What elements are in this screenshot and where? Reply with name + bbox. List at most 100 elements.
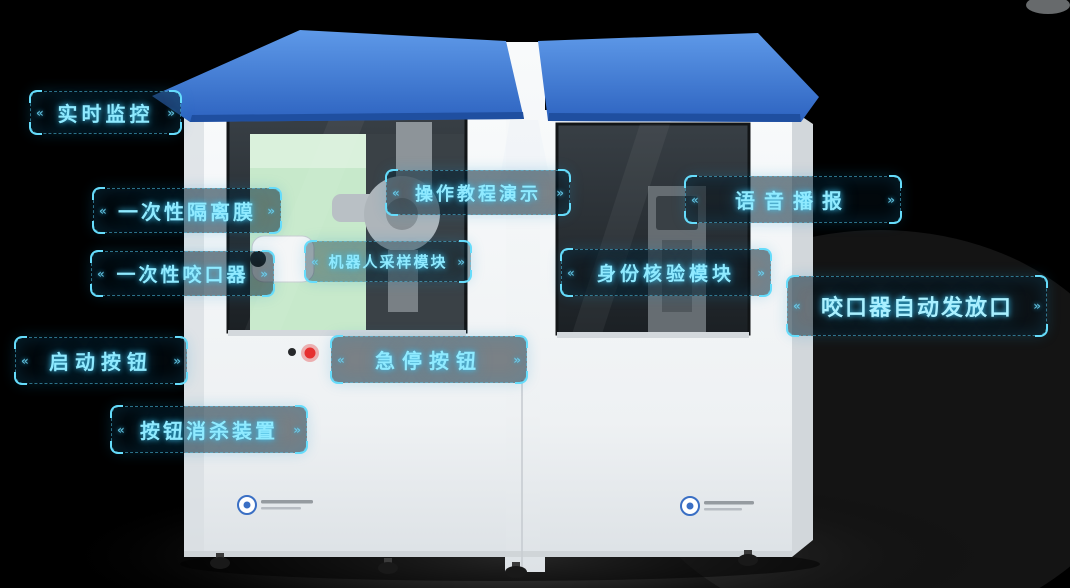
small-black-button [288, 348, 296, 356]
corner-bracket [786, 275, 799, 288]
callout-disposable-isolation-film: « 一次性隔离膜 » [92, 187, 282, 234]
corner-bracket [889, 175, 902, 188]
casters [210, 550, 758, 578]
callout-label: 一次性咬口器 [116, 264, 249, 286]
corner-bracket [786, 324, 799, 337]
corner-bracket [558, 203, 571, 216]
chevron-left-icon: « [311, 254, 319, 269]
chevron-left-icon: « [567, 265, 575, 280]
callout-label: 操作教程演示 [415, 183, 541, 205]
chevron-right-icon: » [513, 352, 521, 367]
chevron-left-icon: « [36, 105, 44, 120]
chevron-left-icon: « [117, 422, 125, 437]
corner-bracket [269, 221, 282, 234]
corner-bracket [684, 175, 697, 188]
chevron-right-icon: » [293, 422, 301, 437]
corner-bracket [169, 90, 182, 103]
corner-bracket [330, 371, 343, 384]
corner-bracket [90, 284, 103, 297]
window-ledge [228, 330, 466, 336]
corner-bracket [92, 221, 105, 234]
callout-operation-tutorial-demo: « 操作教程演示 » [385, 169, 571, 216]
chevron-right-icon: » [167, 105, 175, 120]
corner-bracket [110, 441, 123, 454]
chevron-right-icon: » [887, 192, 895, 207]
chevron-right-icon: » [1033, 299, 1041, 313]
callout-robot-sampling-module: « 机器人采样模块 » [304, 240, 472, 283]
chevron-right-icon: » [457, 254, 465, 269]
base-edge [184, 551, 792, 557]
corner-bracket [1035, 324, 1048, 337]
callout-label: 实时监控 [57, 102, 154, 126]
corner-bracket [175, 336, 188, 349]
callout-label: 一次性隔离膜 [118, 200, 256, 224]
corner-bracket [1035, 275, 1048, 288]
callout-voice-broadcast: « 语音播报 » [684, 175, 902, 224]
callout-disposable-bite-piece: « 一次性咬口器 » [90, 250, 275, 297]
corner-bracket [90, 250, 103, 263]
corner-bracket [459, 270, 472, 283]
light-smudge [1026, 0, 1070, 14]
chevron-left-icon: « [793, 299, 801, 313]
corner-bracket [29, 122, 42, 135]
corner-bracket [262, 250, 275, 263]
corner-bracket [560, 284, 573, 297]
chevron-right-icon: » [260, 266, 268, 281]
corner-bracket [175, 372, 188, 385]
chevron-left-icon: « [97, 266, 105, 281]
corner-bracket [385, 203, 398, 216]
corner-bracket [515, 371, 528, 384]
corner-bracket [269, 187, 282, 200]
callout-label: 咬口器自动发放口 [820, 296, 1013, 321]
callout-identity-verification-module: « 身份核验模块 » [560, 248, 772, 297]
corner-bracket [759, 248, 772, 261]
corner-bracket [889, 211, 902, 224]
callout-realtime-monitoring: « 实时监控 » [29, 90, 182, 135]
chevron-right-icon: » [267, 203, 275, 218]
corner-bracket [29, 90, 42, 103]
glass-reflection [244, 117, 366, 332]
emergency-red-button [304, 347, 316, 359]
corner-bracket [14, 372, 27, 385]
chevron-right-icon: » [757, 265, 765, 280]
corner-bracket [330, 335, 343, 348]
chevron-left-icon: « [99, 203, 107, 218]
callout-button-disinfection-device: « 按钮消杀装置 » [110, 405, 308, 454]
corner-bracket [515, 335, 528, 348]
corner-bracket [560, 248, 573, 261]
corner-bracket [110, 405, 123, 418]
right-logo [680, 496, 754, 516]
corner-bracket [14, 336, 27, 349]
chevron-right-icon: » [173, 353, 181, 368]
chevron-left-icon: « [21, 353, 29, 368]
roof-canopy [152, 30, 819, 122]
corner-bracket [304, 270, 317, 283]
chevron-left-icon: « [691, 192, 699, 207]
chevron-left-icon: « [392, 185, 400, 200]
corner-bracket [304, 240, 317, 253]
callout-bite-piece-auto-dispenser: « 咬口器自动发放口 » [786, 275, 1048, 337]
chevron-right-icon: » [556, 185, 564, 200]
callout-emergency-stop-button: « 急停按钮 » [330, 335, 528, 384]
callout-label: 急停按钮 [375, 349, 483, 373]
callout-start-button: « 启动按钮 » [14, 336, 188, 385]
callout-label: 机器人采样模块 [328, 253, 448, 271]
corner-bracket [558, 169, 571, 182]
corner-bracket [684, 211, 697, 224]
callout-label: 按钮消杀装置 [140, 419, 278, 443]
corner-bracket [169, 122, 182, 135]
chevron-left-icon: « [337, 352, 345, 367]
corner-bracket [385, 169, 398, 182]
corner-bracket [295, 441, 308, 454]
callout-label: 启动按钮 [49, 350, 153, 374]
right-window [555, 122, 751, 336]
callout-label: 语音播报 [735, 189, 851, 213]
corner-bracket [262, 284, 275, 297]
center-column [505, 42, 545, 572]
corner-bracket [92, 187, 105, 200]
corner-bracket [295, 405, 308, 418]
corner-bracket [759, 284, 772, 297]
callout-label: 身份核验模块 [596, 263, 735, 285]
corner-bracket [459, 240, 472, 253]
